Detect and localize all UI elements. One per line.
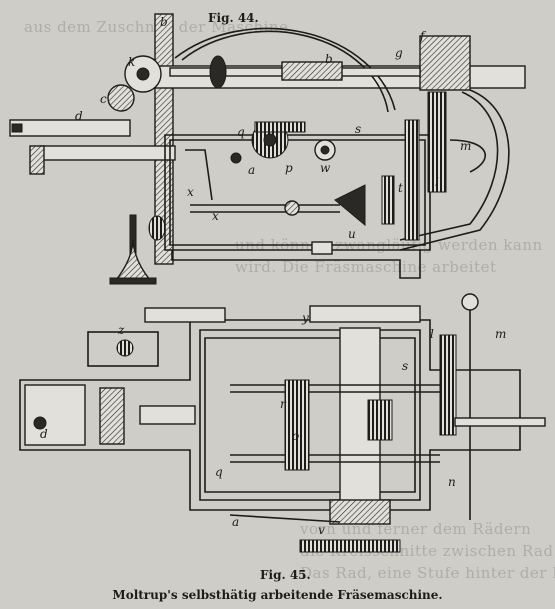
part-label: l <box>435 175 439 189</box>
part-label: p <box>285 161 293 175</box>
part-label: w <box>320 161 331 175</box>
part-label: u <box>348 227 356 241</box>
part-label: s <box>402 359 408 373</box>
figure-44-title: Fig. 44. <box>208 11 259 25</box>
bevel-gear <box>209 55 227 89</box>
part-label: k <box>128 55 135 69</box>
part-label: m <box>495 327 506 341</box>
part-label: o <box>292 429 299 443</box>
figure-caption: Moltrup's selbsthätig arbeitende Fräsema… <box>112 588 443 602</box>
part-label: q <box>237 125 245 139</box>
part-label: y <box>301 311 309 325</box>
part-label: f <box>419 29 427 43</box>
part-label: n <box>448 475 456 489</box>
part-label: d <box>40 427 48 441</box>
part-label: t <box>398 181 403 195</box>
part-label: a <box>248 163 255 177</box>
part-label: l <box>430 327 434 341</box>
part-label: q <box>215 465 223 479</box>
bleed-through-line: Das Rad, eine Stufe hinter der Maschine <box>300 564 555 582</box>
part-label: s <box>355 122 361 136</box>
part-label: v <box>318 523 325 537</box>
part-label: m <box>460 139 471 153</box>
part-label: g <box>395 46 403 60</box>
part-label: r <box>280 397 287 411</box>
part-label: b <box>160 15 168 29</box>
part-label: c <box>100 92 107 106</box>
part-label: x <box>212 209 219 223</box>
bottom-gear <box>299 539 401 553</box>
figure-45-engraving: y l m z s r d o v q n a <box>19 293 546 553</box>
bleed-through-line: wird. Die Fräsmaschine arbeitet <box>235 258 497 276</box>
figure-44-engraving: b k b g f c d q s m a p w l x t x u <box>9 13 526 285</box>
part-label: a <box>232 515 239 529</box>
part-label: x <box>187 185 194 199</box>
part-label: d <box>75 109 83 123</box>
figure-45-title: Fig. 45. <box>260 568 311 582</box>
part-label: z <box>117 323 125 337</box>
part-label: b <box>325 52 333 66</box>
